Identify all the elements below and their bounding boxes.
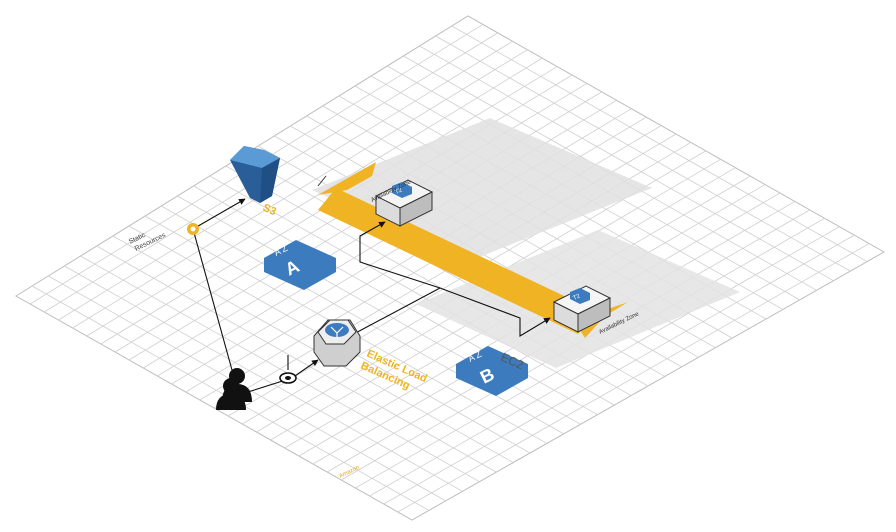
grid-line [419, 45, 834, 282]
grid-line [383, 234, 855, 505]
ec2-instance-a-server-icon[interactable]: T2 [374, 179, 434, 227]
globe-endpoint-icon[interactable] [279, 372, 297, 384]
ec2-instance-b-server-icon[interactable]: T2 [552, 285, 612, 333]
grid-line [435, 35, 851, 272]
elb-load-balancer-icon[interactable] [313, 319, 361, 367]
grid-line [451, 25, 868, 262]
s3-label: S3 [261, 202, 278, 218]
grid-line [369, 226, 840, 497]
static-resources-endpoint-icon[interactable] [187, 223, 199, 235]
grid-line [397, 243, 870, 513]
instance-a-badge: T2 [394, 187, 403, 196]
s3-bucket-icon[interactable] [230, 146, 280, 203]
az-b-badge: A Z B [456, 346, 528, 396]
users-icon[interactable] [216, 368, 252, 410]
instance-b-badge: T2 [572, 293, 581, 302]
az-a-badge: A Z A [264, 240, 336, 290]
